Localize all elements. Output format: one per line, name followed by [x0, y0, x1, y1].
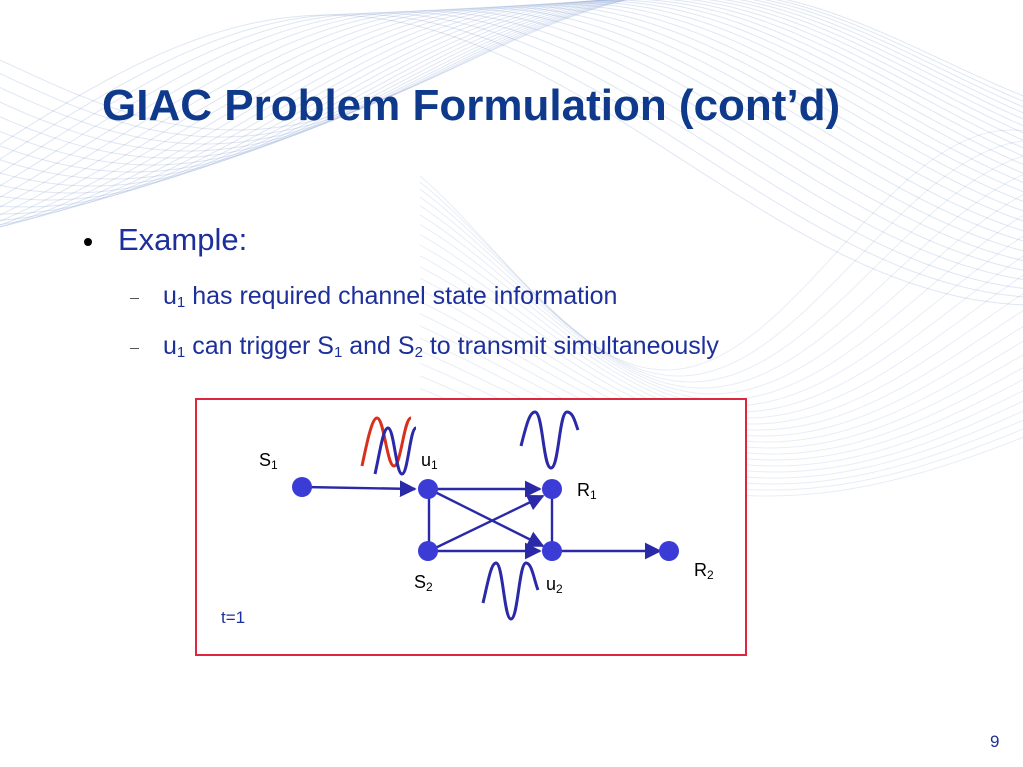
- background-wave-line: [0, 5, 1023, 228]
- node-s2: [418, 541, 438, 561]
- background-wave-line: [419, 234, 1023, 413]
- label-r1-subscript: 1: [590, 488, 597, 502]
- and-s-phrase: and S: [342, 332, 415, 360]
- background-wave-line: [0, 0, 1023, 194]
- background-wave-line: [0, 9, 1023, 262]
- label-u2: u2: [546, 574, 563, 596]
- sub-bullet-channel-state-text: u1 has required channel state informatio…: [163, 280, 617, 312]
- node-s1: [292, 477, 312, 497]
- background-wave-line: [0, 12, 1023, 289]
- signal-s2-wave: [481, 561, 540, 621]
- network-diagram: S1 u1 R1 S2 u2 R2 t=1: [195, 398, 747, 656]
- bullet-dot-icon: [84, 238, 92, 246]
- edge-u1-u2: [428, 487, 545, 548]
- background-wave-line: [0, 4, 1023, 228]
- background-wave-line: [0, 0, 1023, 180]
- background-wave-line: [419, 224, 1023, 407]
- node-r2: [659, 541, 679, 561]
- label-r2-subscript: 2: [707, 568, 714, 582]
- trigger-u-variable: u: [163, 332, 177, 360]
- node-u2: [542, 541, 562, 561]
- background-wave-line: [0, 3, 1023, 226]
- edge-s1-u1: [303, 480, 417, 498]
- background-wave-line: [0, 0, 1023, 166]
- background-wave-line: [0, 0, 1023, 173]
- u1-variable: u: [163, 282, 177, 310]
- node-r1: [542, 479, 562, 499]
- dash-bullet-icon: [130, 298, 139, 299]
- page-number: 9: [990, 732, 1000, 751]
- label-s1: S1: [259, 450, 278, 472]
- background-wave-line: [0, 2, 1023, 221]
- background-wave-line: [0, 8, 1023, 252]
- background-wave-line: [419, 140, 1023, 377]
- background-wave-line: [0, 1, 1023, 215]
- background-wave-line: [0, 0, 1023, 152]
- background-wave-line: [419, 194, 1023, 395]
- time-step-label: t=1: [221, 608, 246, 627]
- label-s2: S2: [414, 572, 433, 594]
- background-wave-line: [419, 129, 1023, 371]
- label-u1-subscript: 1: [431, 458, 438, 472]
- simultaneous-phrase: to transmit simultaneously: [422, 332, 719, 360]
- background-wave-line: [0, 10, 1023, 271]
- channel-state-phrase: has required channel state information: [185, 282, 618, 310]
- u1-subscript: 1: [176, 294, 186, 311]
- background-wave-line: [0, 0, 1023, 145]
- label-u2-subscript: 2: [556, 582, 563, 596]
- background-wave-line: [0, 11, 1023, 280]
- background-wave-line: [419, 155, 1023, 383]
- label-s2-subscript: 2: [426, 580, 433, 594]
- sub-bullet-trigger-text: u1 can trigger S1 and S2 to transmit sim…: [163, 330, 719, 362]
- label-u1: u1: [421, 450, 438, 472]
- signal-s1-blue-wave: [373, 426, 418, 476]
- label-u1-name: u: [421, 450, 432, 470]
- trigger-s1-subscript: 1: [333, 344, 343, 361]
- label-s1-name: S: [259, 450, 272, 470]
- node-u1: [418, 479, 438, 499]
- trigger-s2-subscript: 2: [414, 344, 423, 361]
- background-wave-line: [0, 13, 1023, 298]
- label-r2: R2: [694, 560, 714, 582]
- background-wave-line: [0, 14, 1023, 306]
- background-wave-line: [0, 6, 1023, 232]
- label-s2-name: S: [414, 572, 427, 592]
- bullet-example-text: Example:: [118, 222, 248, 257]
- signal-u1-wave: [519, 410, 580, 470]
- label-s1-subscript: 1: [271, 458, 278, 472]
- label-r1: R1: [577, 480, 597, 502]
- label-r1-name: R: [577, 480, 590, 500]
- edge-s2-r1: [428, 494, 545, 553]
- trigger-phrase: can trigger S: [185, 332, 334, 360]
- background-wave-line: [0, 0, 1023, 201]
- label-u2-name: u: [546, 574, 557, 594]
- dash-bullet-icon: [130, 348, 139, 349]
- signal-s1-red-wave: [360, 416, 413, 468]
- trigger-u-subscript: 1: [176, 344, 186, 361]
- background-wave-line: [0, 7, 1023, 242]
- background-wave-line: [0, 0, 1023, 187]
- label-r2-name: R: [694, 560, 707, 580]
- background-wave-line: [0, 0, 1023, 131]
- background-wave-line: [0, 0, 1023, 159]
- background-wave-line: [419, 174, 1023, 389]
- background-wave-line: [0, 0, 1023, 208]
- background-wave-line: [0, 0, 1023, 138]
- slide-title: GIAC Problem Formulation (cont’d): [102, 81, 841, 130]
